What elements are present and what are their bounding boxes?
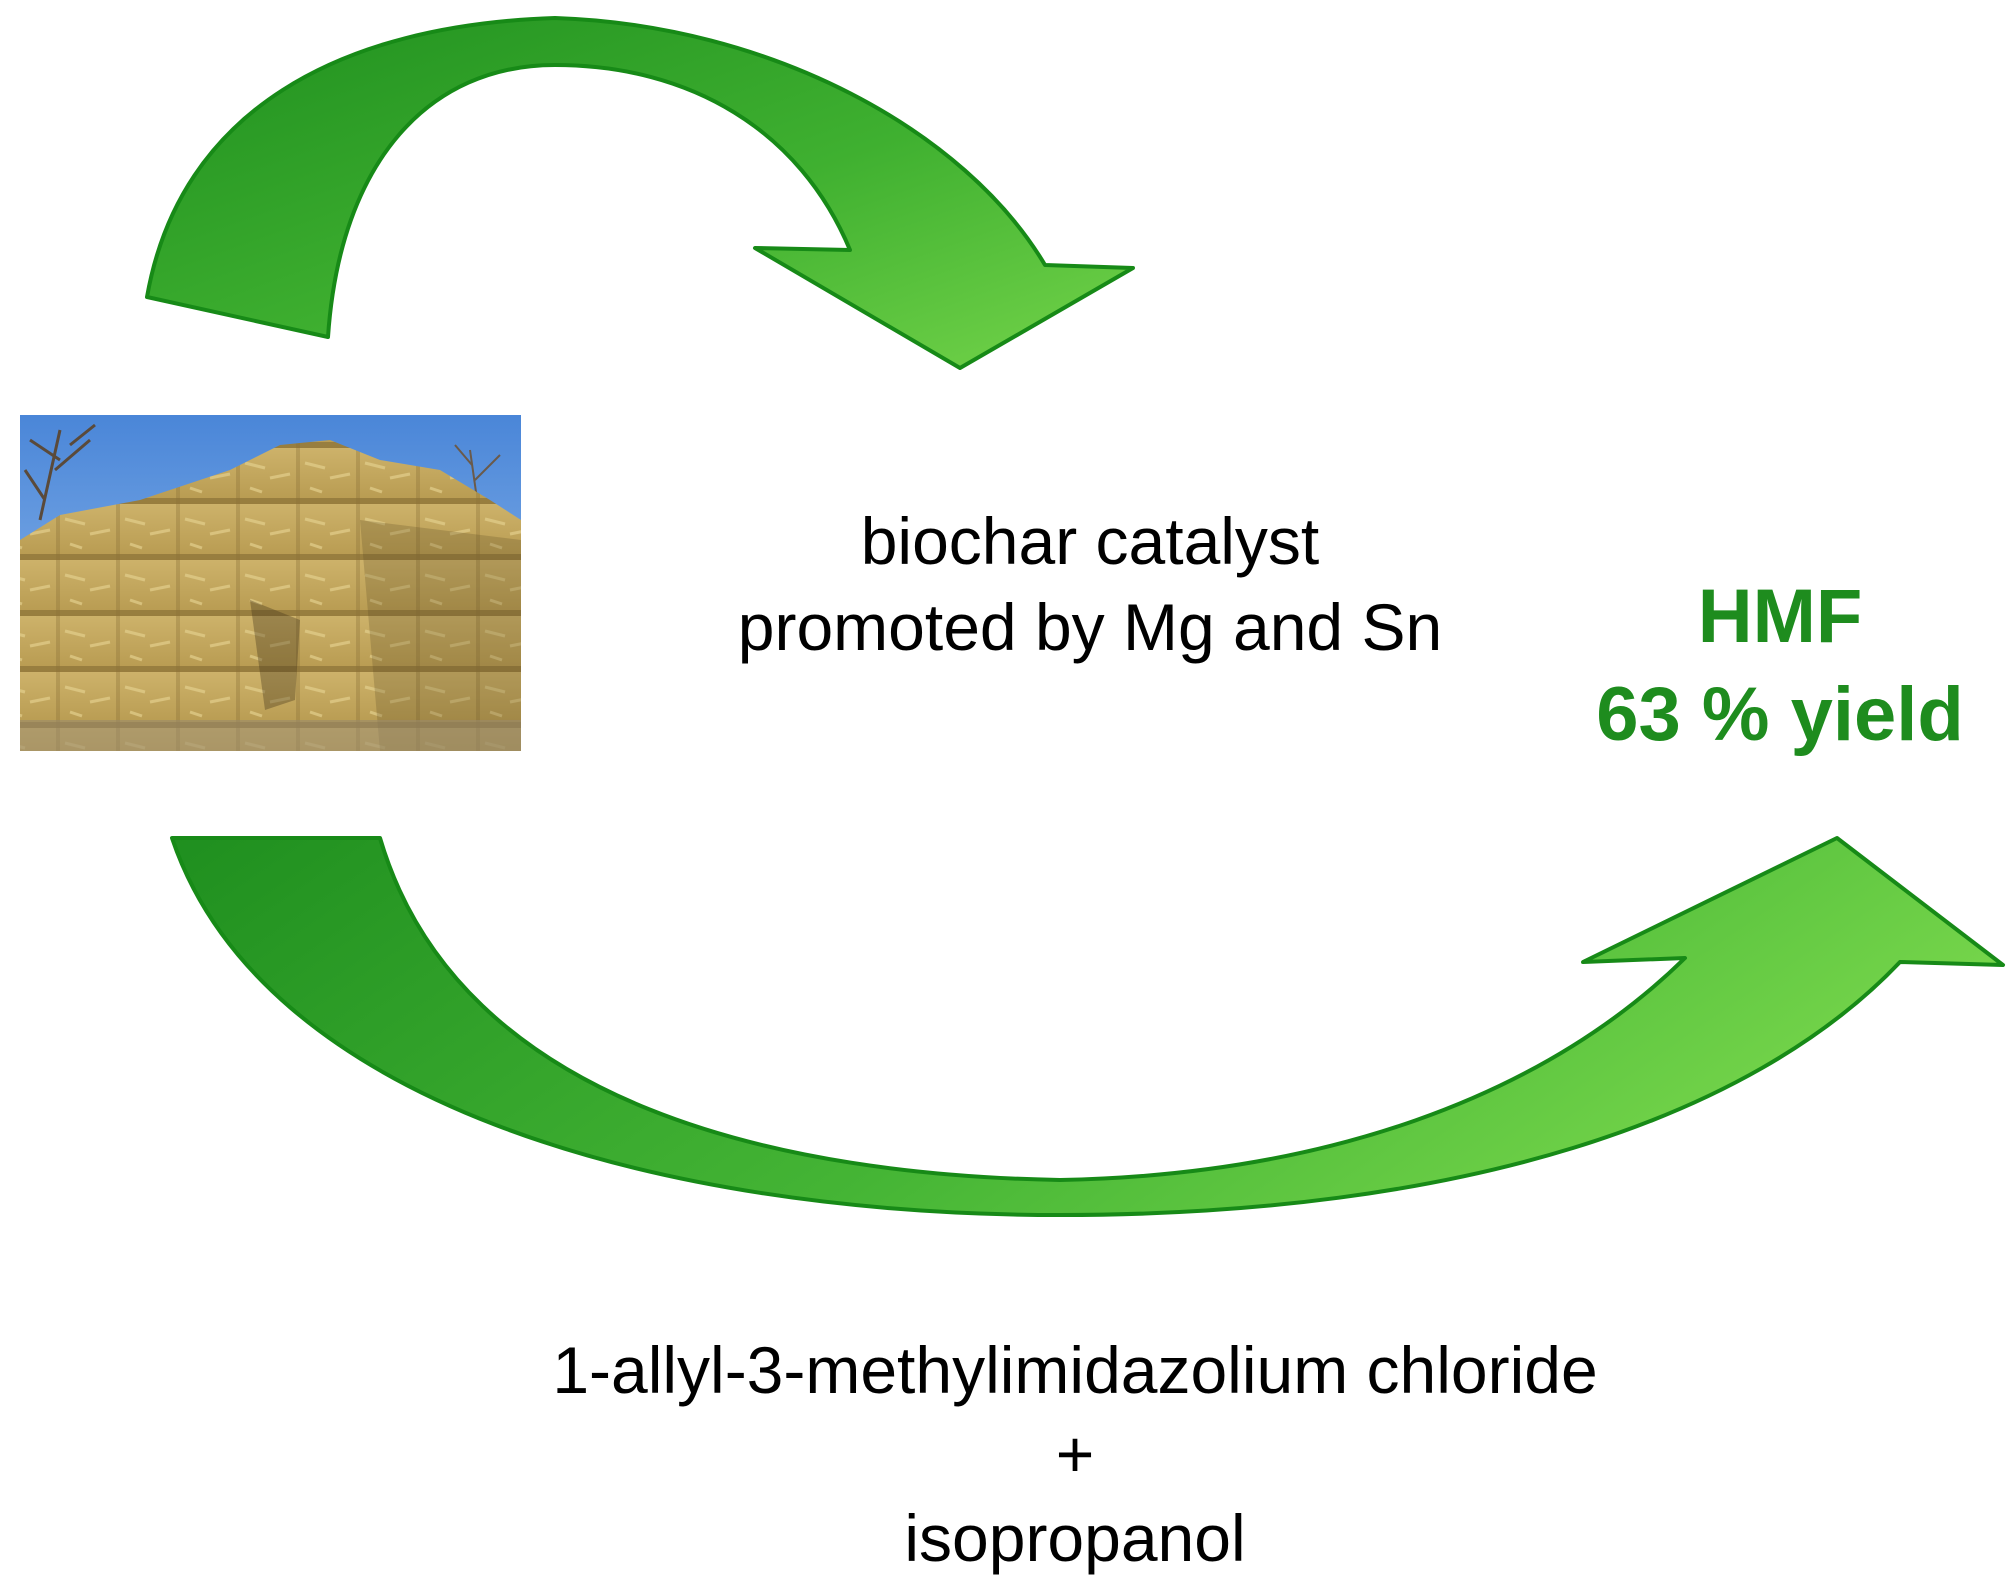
bottom-curved-arrow — [170, 836, 2005, 1217]
product-yield: 63 % yield — [1596, 672, 1964, 757]
straw-bales-photo — [20, 415, 521, 751]
solvent-line-2: + — [1055, 1417, 1095, 1491]
top-curved-arrow — [145, 16, 1135, 370]
catalyst-line-1: biochar catalyst — [860, 504, 1320, 578]
catalyst-label: biochar catalyst promoted by Mg and Sn — [600, 498, 1580, 670]
solvent-line-3: isopropanol — [904, 1501, 1246, 1575]
product-label: HMF 63 % yield — [1560, 568, 2000, 764]
product-name: HMF — [1697, 574, 1863, 659]
solvent-label: 1-allyl-3-methylimidazolium chloride + i… — [420, 1328, 1730, 1580]
solvent-line-1: 1-allyl-3-methylimidazolium chloride — [552, 1333, 1598, 1407]
catalyst-line-2: promoted by Mg and Sn — [737, 590, 1443, 664]
